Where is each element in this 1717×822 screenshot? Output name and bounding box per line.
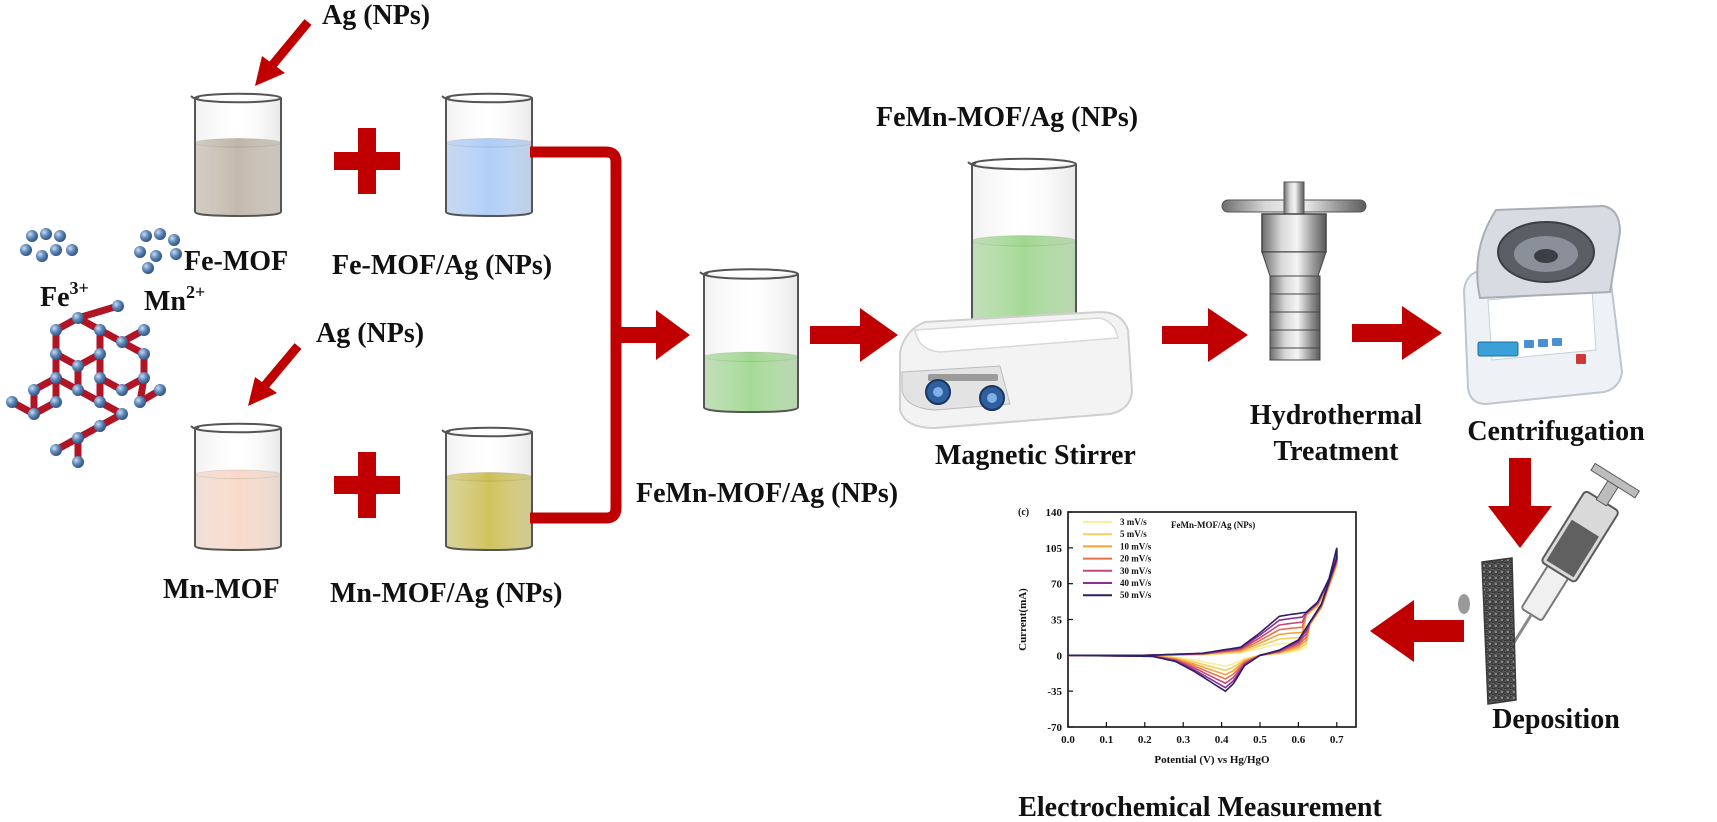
beaker-mn-mof (190, 422, 282, 552)
syringe-icon (1498, 462, 1640, 667)
legend-entry: 10 mV/s (1120, 541, 1152, 551)
arrow-to-measurement (1370, 600, 1464, 662)
x-tick-label: 0.4 (1215, 734, 1229, 746)
label-fe-mof-ag: Fe-MOF/Ag (NPs) (332, 250, 552, 281)
merge-connector-arrow (530, 146, 690, 524)
x-tick-label: 0.3 (1176, 734, 1190, 746)
label-centrifugation: Centrifugation (1467, 416, 1645, 447)
label-femn-stir: FeMn-MOF/Ag (NPs) (876, 102, 1138, 133)
arrow-to-stirrer (810, 308, 898, 362)
y-tick-label: 35 (1051, 615, 1063, 627)
x-tick-label: 0.7 (1330, 734, 1344, 746)
label-deposition: Deposition (1492, 704, 1620, 735)
legend-entry: 20 mV/s (1120, 554, 1152, 564)
x-tick-label: 0.0 (1061, 734, 1075, 746)
legend-entry: 50 mV/s (1120, 590, 1152, 600)
chart-annotation: FeMn-MOF/Ag (NPs) (1171, 520, 1255, 530)
arrow-down-to-deposition (1488, 458, 1552, 548)
y-tick-label: 105 (1046, 543, 1063, 555)
x-tick-label: 0.2 (1138, 734, 1152, 746)
y-tick-label: -35 (1047, 686, 1062, 698)
ag-addition-arrow-top (255, 19, 312, 86)
arrow-to-centrifuge (1352, 306, 1442, 360)
arrow-to-autoclave (1162, 308, 1248, 362)
label-mn-ion: Mn2+ (144, 282, 205, 317)
label-ag-np-top: Ag (NPs) (322, 0, 430, 31)
label-mn-mof-ag: Mn-MOF/Ag (NPs) (330, 578, 563, 609)
y-tick-label: 70 (1051, 579, 1063, 591)
beaker-femn-mix (699, 268, 799, 414)
cv-curve-50-mv-s (1067, 547, 1338, 693)
beaker-femn-stir (967, 157, 1077, 326)
label-electrochemical: Electrochemical Measurement (1018, 792, 1382, 822)
legend-entry: 3 mV/s (1120, 517, 1147, 527)
beaker-fe-mof-ag (441, 92, 533, 218)
droplet-icon (1458, 594, 1470, 614)
legend-entry: 40 mV/s (1120, 578, 1152, 588)
label-treatment: Treatment (1274, 436, 1400, 467)
magnetic-stirrer-icon (899, 310, 1134, 430)
centrifuge-icon (1462, 204, 1624, 406)
plus-icon-bottom (334, 452, 400, 518)
label-magnetic-stirrer: Magnetic Stirrer (935, 440, 1136, 471)
hydrothermal-autoclave-icon (1221, 181, 1367, 361)
legend-entry: 30 mV/s (1120, 566, 1152, 576)
plus-icon-top (334, 128, 400, 194)
y-axis-label: Current(mA) (1017, 588, 1029, 651)
cv-plot-frame (1067, 511, 1357, 728)
label-mn-mof: Mn-MOF (163, 574, 280, 605)
ag-addition-arrow-bottom (248, 343, 302, 406)
legend-entry: 5 mV/s (1120, 529, 1147, 539)
mof-lattice-icon (6, 300, 166, 468)
y-tick-label: -70 (1047, 722, 1062, 734)
x-tick-label: 0.1 (1100, 734, 1114, 746)
label-femn-mix: FeMn-MOF/Ag (NPs) (636, 478, 898, 509)
label-hydrothermal: Hydrothermal (1250, 400, 1422, 431)
beaker-fe-mof (190, 92, 282, 218)
y-tick-label: 140 (1046, 507, 1063, 519)
nickel-foam-electrode-icon (1481, 557, 1517, 705)
x-tick-label: 0.6 (1292, 734, 1306, 746)
x-axis-label: Potential (V) vs Hg/HgO (1154, 754, 1270, 766)
label-fe-mof: Fe-MOF (184, 246, 288, 277)
x-tick-label: 0.5 (1253, 734, 1267, 746)
panel-label: (c) (1018, 507, 1029, 518)
beaker-mn-mof-ag (441, 426, 533, 552)
label-fe-ion: Fe3+ (40, 278, 89, 313)
cv-chart: 0.0 0.1 0.2 0.3 0.4 0.5 0.6 0.7 -70 -35 0 35 70 105 14… (1017, 507, 1357, 766)
label-ag-np-bottom: Ag (NPs) (316, 318, 424, 349)
metal-ion-icons (20, 228, 182, 274)
y-tick-label: 0 (1057, 650, 1063, 662)
